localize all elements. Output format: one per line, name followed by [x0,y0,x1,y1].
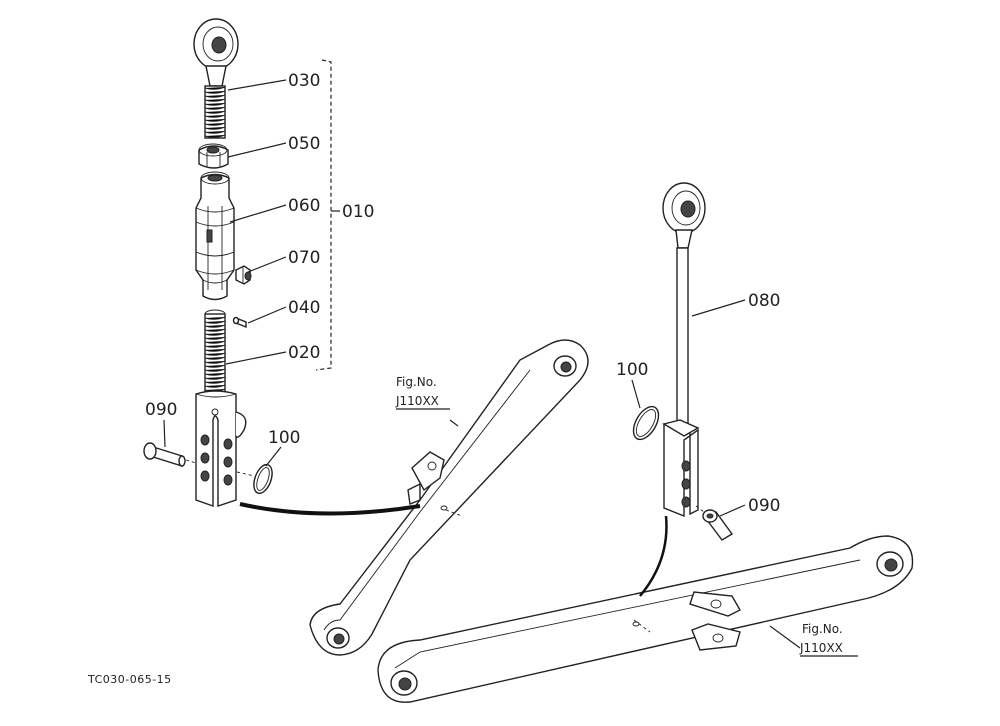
figure-ref-lower-line2: J110XX [799,641,843,655]
turnbuckle-060 [195,171,235,301]
figure-ref-upper: Fig.No. J110XX [395,375,450,410]
callout-020: 020 [288,343,320,363]
grease-nipple-070 [235,265,252,285]
adjustable-lift-rod-assembly [143,18,273,507]
lock-nut-050 [198,143,229,169]
figure-ref-upper-line1: Fig.No. [396,375,437,389]
callout-040: 040 [288,298,320,318]
callout-030: 030 [288,71,320,91]
callout-080: 080 [748,291,780,311]
drawing-code: TC030-065-15 [87,673,172,686]
snap-ring-100-left [236,463,273,495]
clevis-pin-090-left [143,442,197,467]
callout-090-right: 090 [748,496,780,516]
callout-100-left: 100 [268,428,300,448]
callout-060: 060 [288,196,320,216]
snap-ring-100-right [632,405,660,441]
callout-010: 010 [342,202,374,222]
rod-end-030 [193,18,239,139]
fixed-lift-rod [662,182,706,518]
figure-ref-lower: Fig.No. J110XX [799,622,858,657]
callout-100-right: 100 [616,360,648,380]
assembly-arrow-left [239,502,421,516]
callout-050: 050 [288,134,320,154]
callout-090-left: 090 [145,400,177,420]
leader-lines [163,59,801,649]
figure-ref-lower-line1: Fig.No. [802,622,843,636]
figure-ref-upper-line2: J110XX [395,394,439,408]
callout-070: 070 [288,248,320,268]
assembly-arrow-right [639,515,668,597]
spring-pin-040 [232,316,247,329]
lower-rod-020 [195,309,247,507]
right-lower-link [377,535,914,703]
left-lower-link [309,339,589,656]
clevis-pin-090-right [695,505,734,541]
